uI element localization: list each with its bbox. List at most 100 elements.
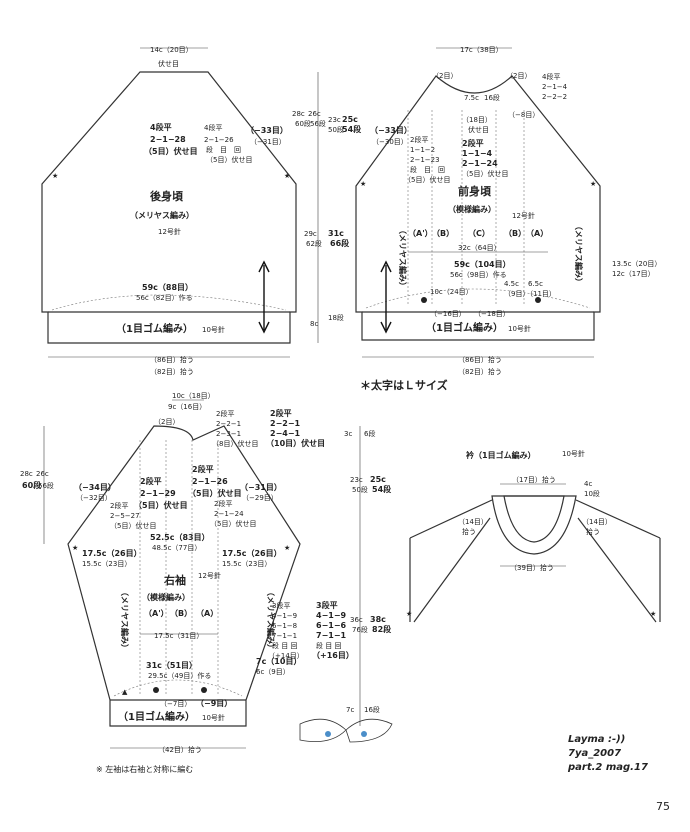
back-body-h1-c: 29c xyxy=(304,230,317,238)
front-piece: 17c（38目） （2目） （2目） 7.5c 16段 （18目） 伏せ目 2段… xyxy=(355,46,661,376)
sleeve-h2-r: 82段 xyxy=(372,624,391,634)
front-needle: 12号針 xyxy=(512,211,535,220)
back-arrow-head-down xyxy=(258,321,270,334)
front-arrow-head-up xyxy=(380,260,392,273)
sleeve-side-pattern-right: （メリヤス編み） xyxy=(266,588,276,652)
sleeve-side-l-2: 15.5c（23目） xyxy=(82,560,131,568)
front-width-1: 59c（104目） xyxy=(454,259,511,269)
sleeve-cuff-side-1: 7c（10目） xyxy=(256,656,301,666)
page-number: 75 xyxy=(656,800,670,813)
front-panel-c: （C） xyxy=(468,228,490,238)
front-side-pattern-right: （メリヤス編み） xyxy=(574,222,584,286)
front-bottom-dec-2: （−18目） xyxy=(474,310,510,318)
back-rib-h-r: 18段 xyxy=(328,313,344,322)
back-width-2: 56c（82目）作る xyxy=(136,293,193,302)
sleeve-dec-r1-b: 2−1−26 xyxy=(192,477,228,486)
sleeve-h1-r: 76段 xyxy=(352,625,368,634)
sleeve-rows-l-1: （−34目） xyxy=(74,482,116,492)
sleeve-outline xyxy=(67,425,301,727)
back-rib-needle: 10号針 xyxy=(202,325,225,334)
sleeve-inc2-d: 7−1−1 xyxy=(316,631,347,640)
back-sleeve-h1-c: 23c xyxy=(328,116,341,124)
sleeve-dec-l2-a: 2段平 xyxy=(110,501,128,510)
sleeve-star-left: ★ xyxy=(72,544,78,552)
front-neck-dec-3: 2−1−24 xyxy=(462,159,498,168)
sleeve-inc1-c: 6−1−8 xyxy=(272,622,297,630)
collar-left-pick-1: （14目） xyxy=(458,518,488,526)
sleeve-rows-r-2: （−29目） xyxy=(242,494,278,502)
sleeve-dec-r1-c: （5目）伏せ目 xyxy=(188,488,242,498)
back-dec-right-2: 2−1−26 xyxy=(204,136,234,144)
sleeve-pick: （42目）拾う xyxy=(158,745,202,754)
sleeve-dec-r2-c: （5目）伏せ目 xyxy=(210,519,256,528)
back-width-1: 59c（88目） xyxy=(142,282,193,292)
collar-h-r: 10段 xyxy=(584,489,600,498)
back-top-width: 14c（20目） xyxy=(150,46,193,54)
front-panel-a: （A） xyxy=(526,228,548,238)
front-rib-needle: 10号針 xyxy=(508,324,531,333)
sleeve-inc1-e: 段 目 回 xyxy=(272,641,297,650)
front-marker-dot-right xyxy=(535,297,541,303)
sleeve-cuff-w-2: 29.5c（49目）作る xyxy=(148,671,211,680)
sleeve-top-1: 10c（18目） xyxy=(172,392,215,400)
sleeve-inc2-a: 3段平 xyxy=(316,600,338,610)
sleeve-sl-h2-c: 25c xyxy=(370,475,386,484)
sleeve-rib-h-c: 7c xyxy=(346,706,354,714)
back-dec-left-1: 4段平 xyxy=(150,122,172,132)
sleeve-dec-r1-a: 2段平 xyxy=(192,464,214,474)
sleeve-top-right-1b: 2−2−1 xyxy=(216,420,241,428)
collar-piece: 衿（1目ゴム編み） 10号針 （17目）拾う 4c 10段 （14目） 拾う （… xyxy=(406,449,661,623)
back-needle: 12号針 xyxy=(158,227,181,236)
collar-h-c: 4c xyxy=(584,480,592,488)
collar-title: 衿（1目ゴム編み） xyxy=(466,450,536,460)
front-right-dec-1: 4段平 xyxy=(542,72,560,81)
back-body-h2-c: 31c xyxy=(328,229,344,238)
collar-outer xyxy=(491,495,577,555)
sleeve-rib-h-r: 16段 xyxy=(364,705,380,714)
front-left-dec-4: 段 目 回 xyxy=(410,165,445,174)
front-rib-label: （1目ゴム編み） xyxy=(426,321,503,334)
sleeve-side-r-1: 17.5c（26目） xyxy=(222,548,282,558)
sleeve-dec-r2-a: 2段平 xyxy=(214,499,232,508)
front-left-row-2: （−30目） xyxy=(372,138,408,146)
sleeve-panel-a: （A） xyxy=(196,608,218,618)
front-panel-b2: （B） xyxy=(504,228,526,238)
front-mid-2-s: （9目） xyxy=(504,290,529,298)
collar-star-left: ★ xyxy=(406,610,412,618)
front-center-width: 32c（64目） xyxy=(458,244,501,252)
collar-left-raglan xyxy=(413,517,491,623)
collar-right-raglan xyxy=(577,517,657,623)
collar-star-right: ★ xyxy=(650,610,656,618)
front-left-dec-1: 2段平 xyxy=(410,135,428,144)
front-outline xyxy=(355,75,601,341)
sleeve-cuff-side-2: 6c（9目） xyxy=(256,668,290,676)
sleeve-dec-r2-b: 2−1−24 xyxy=(214,510,244,518)
sleeve-top-h-r: 6段 xyxy=(364,429,375,438)
sleeve-top-right-2c: 2−4−1 xyxy=(270,429,301,438)
back-raglan-h2-c: 26c xyxy=(308,110,321,118)
front-left-row-1: （−33目） xyxy=(370,125,412,135)
sleeve-top-corner: （2目） xyxy=(154,418,179,426)
sleeve-inc2-b: 4−1−9 xyxy=(316,611,347,620)
front-panel-a-prime: （A'） xyxy=(408,228,433,238)
sleeve-top-right-2a: 2段平 xyxy=(270,408,292,418)
back-piece: 14c（20目） 伏せ目 4段平 2−1−28 （5目）伏せ目 4段平 2−1−… xyxy=(41,46,361,376)
sleeve-left-h-r: 60段 xyxy=(22,480,41,490)
back-arrow-head-up xyxy=(258,260,270,273)
sleeve-cuff-w-1: 31c（51目） xyxy=(146,660,197,670)
sleeve-marker-dot-right xyxy=(201,687,207,693)
collar-inner xyxy=(503,495,565,543)
front-panel-b1: （B） xyxy=(432,228,454,238)
sleeve-star-right: ★ xyxy=(284,544,290,552)
front-marker-dot-left xyxy=(421,297,427,303)
sleeve-top-right-2b: 2−2−1 xyxy=(270,419,301,428)
front-neck-h-c: 7.5c xyxy=(464,94,479,102)
front-pattern: （模様編み） xyxy=(448,204,496,214)
collar-back-pick: （17目）拾う xyxy=(512,475,556,484)
sleeve-top-right-1c: 2−3−1 xyxy=(216,430,241,438)
sleeve-panel-a-prime: （A'） xyxy=(144,608,169,618)
back-dec-right-3: 段 目 回 xyxy=(206,145,241,154)
sleeve-dec-l2-c: （5目）伏せ目 xyxy=(110,521,156,530)
sleeve-top-2: 9c（16目） xyxy=(168,403,206,411)
